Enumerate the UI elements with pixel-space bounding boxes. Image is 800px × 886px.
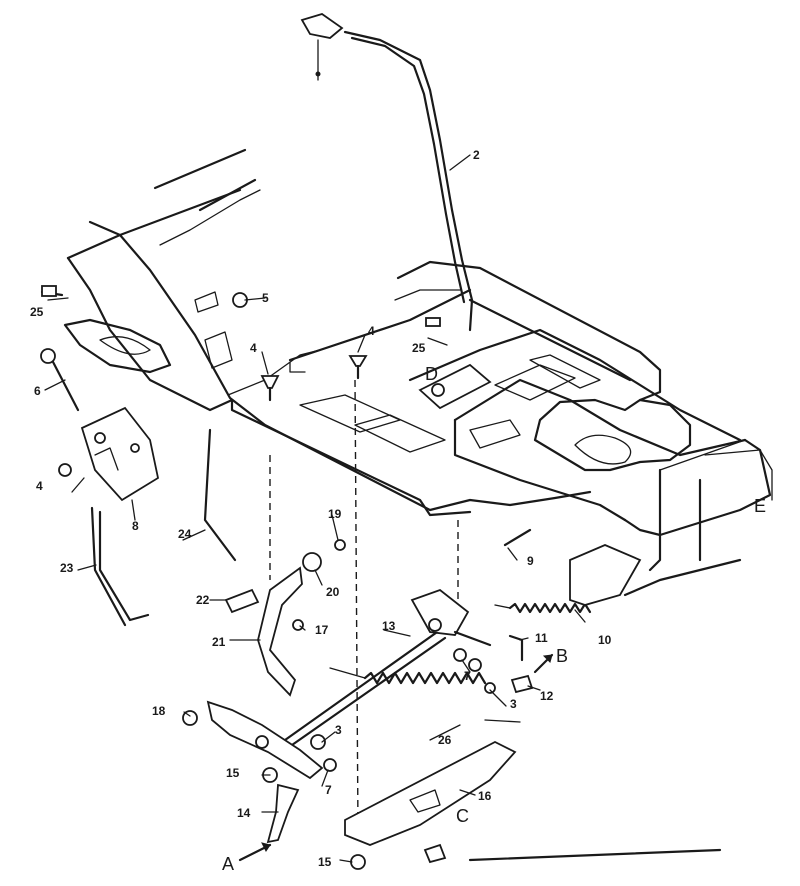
chassis-frame [63, 148, 773, 572]
label-20: 20 [326, 585, 340, 599]
label-15-bottom: 15 [318, 855, 332, 869]
label-4-left: 4 [36, 479, 43, 493]
label-A: A [222, 854, 234, 874]
label-12: 12 [540, 689, 554, 703]
label-10: 10 [598, 633, 612, 647]
label-5: 5 [262, 291, 269, 305]
label-11: 11 [535, 631, 548, 645]
spring [329, 667, 521, 723]
label-3-center: 3 [335, 723, 342, 737]
label-24: 24 [178, 527, 192, 541]
label-B: B [556, 646, 568, 666]
parts-small [40, 285, 742, 870]
label-9: 9 [527, 554, 534, 568]
label-22: 22 [196, 593, 210, 607]
label-15-left: 15 [226, 766, 240, 780]
label-25-left: 25 [30, 305, 44, 319]
label-E: E [754, 496, 766, 516]
label-6: 6 [34, 384, 41, 398]
label-4-right: 4 [368, 324, 375, 338]
leader-lines [44, 154, 586, 863]
label-2: 2 [473, 148, 480, 162]
lift-lever [300, 13, 474, 332]
label-19: 19 [328, 507, 342, 521]
label-14: 14 [237, 806, 251, 820]
label-16: 16 [478, 789, 492, 803]
label-18: 18 [152, 704, 166, 718]
label-17: 17 [315, 623, 329, 637]
label-7-center: 7 [325, 783, 332, 797]
label-C: C [456, 806, 469, 826]
label-4-center: 4 [250, 341, 257, 355]
part-labels: 2 5 4 4 25 25 6 4 8 24 23 19 20 22 21 17… [30, 148, 766, 874]
label-25-right: 25 [412, 341, 426, 355]
spring-10 [494, 602, 592, 614]
label-13: 13 [382, 619, 396, 633]
label-21: 21 [212, 635, 226, 649]
label-3-right: 3 [510, 697, 517, 711]
label-26: 26 [438, 733, 452, 747]
label-8: 8 [132, 519, 139, 533]
label-23: 23 [60, 561, 74, 575]
label-D: D [425, 364, 438, 384]
rods [90, 428, 447, 754]
arrows [238, 653, 722, 862]
label-7-right: 7 [464, 669, 471, 683]
